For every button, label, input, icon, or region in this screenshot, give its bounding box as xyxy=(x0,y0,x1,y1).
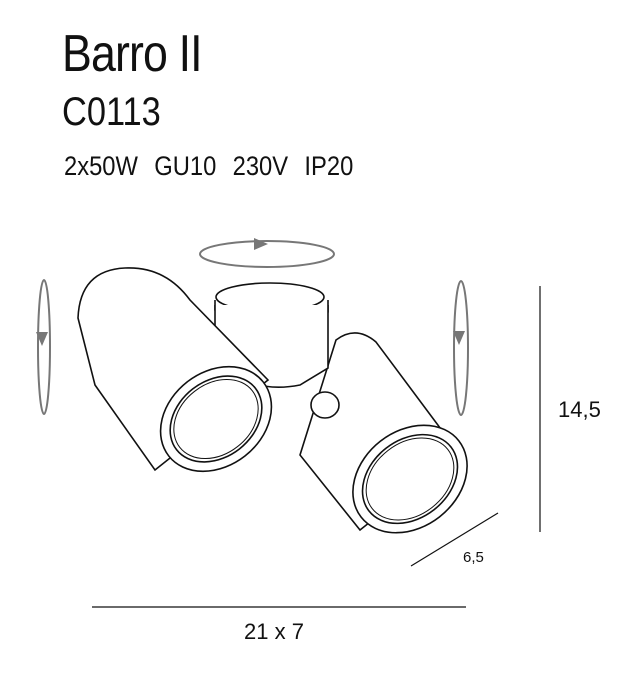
right-tilt-arrow-icon xyxy=(453,280,469,416)
left-tilt-arrow-icon xyxy=(36,279,51,415)
product-code: C0113 xyxy=(62,90,161,134)
spec-list: 2x50W GU10 230V IP20 xyxy=(64,153,363,180)
lamp-outline xyxy=(77,267,468,534)
depth-dimension-label: 6,5 xyxy=(463,549,484,566)
depth-dimension-line xyxy=(410,512,499,567)
spec-power: 2x50W xyxy=(64,151,138,181)
width-dimension-label: 21 x 7 xyxy=(244,619,304,644)
spec-voltage: 230V xyxy=(232,151,289,181)
product-name: Barro II xyxy=(62,25,203,83)
horizontal-rotation-arrow-icon xyxy=(199,238,335,268)
spec-socket: GU10 xyxy=(154,151,217,181)
spec-ip-rating: IP20 xyxy=(304,151,354,181)
height-dimension-label: 14,5 xyxy=(558,397,601,422)
